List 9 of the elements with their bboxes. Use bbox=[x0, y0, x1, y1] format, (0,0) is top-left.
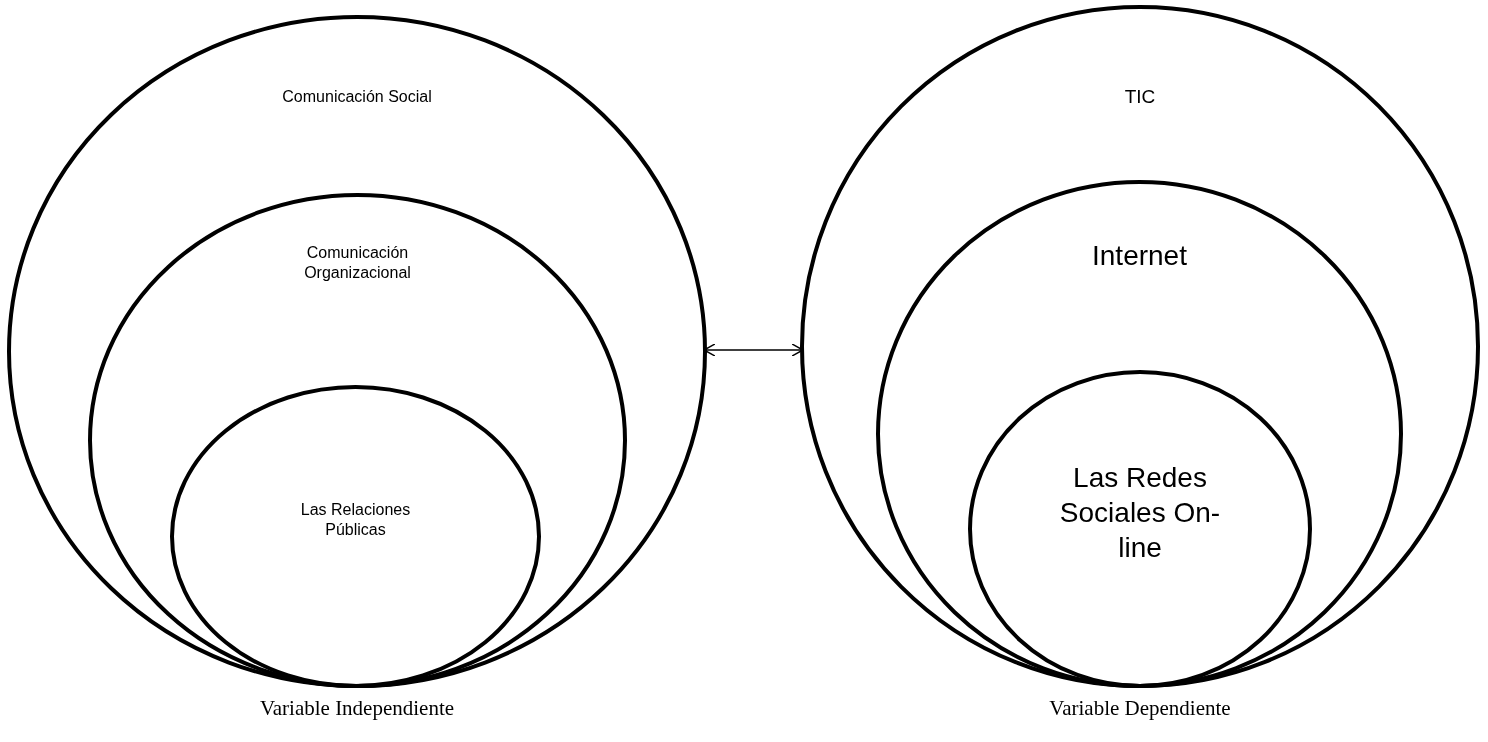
circle-label: Internet bbox=[1091, 239, 1188, 273]
circle-label: TIC bbox=[1123, 85, 1157, 109]
double-arrow bbox=[703, 343, 804, 357]
variable-caption: Variable Dependiente bbox=[1049, 696, 1231, 721]
circle-label: Comunicación Organizacional bbox=[303, 243, 412, 283]
variable-caption: Variable Independiente bbox=[259, 696, 455, 721]
circle-label: Las Redes Sociales On-line bbox=[1058, 461, 1222, 565]
circle-label: Las Relaciones Públicas bbox=[299, 500, 412, 540]
circle-label: Comunicación Social bbox=[282, 87, 432, 107]
